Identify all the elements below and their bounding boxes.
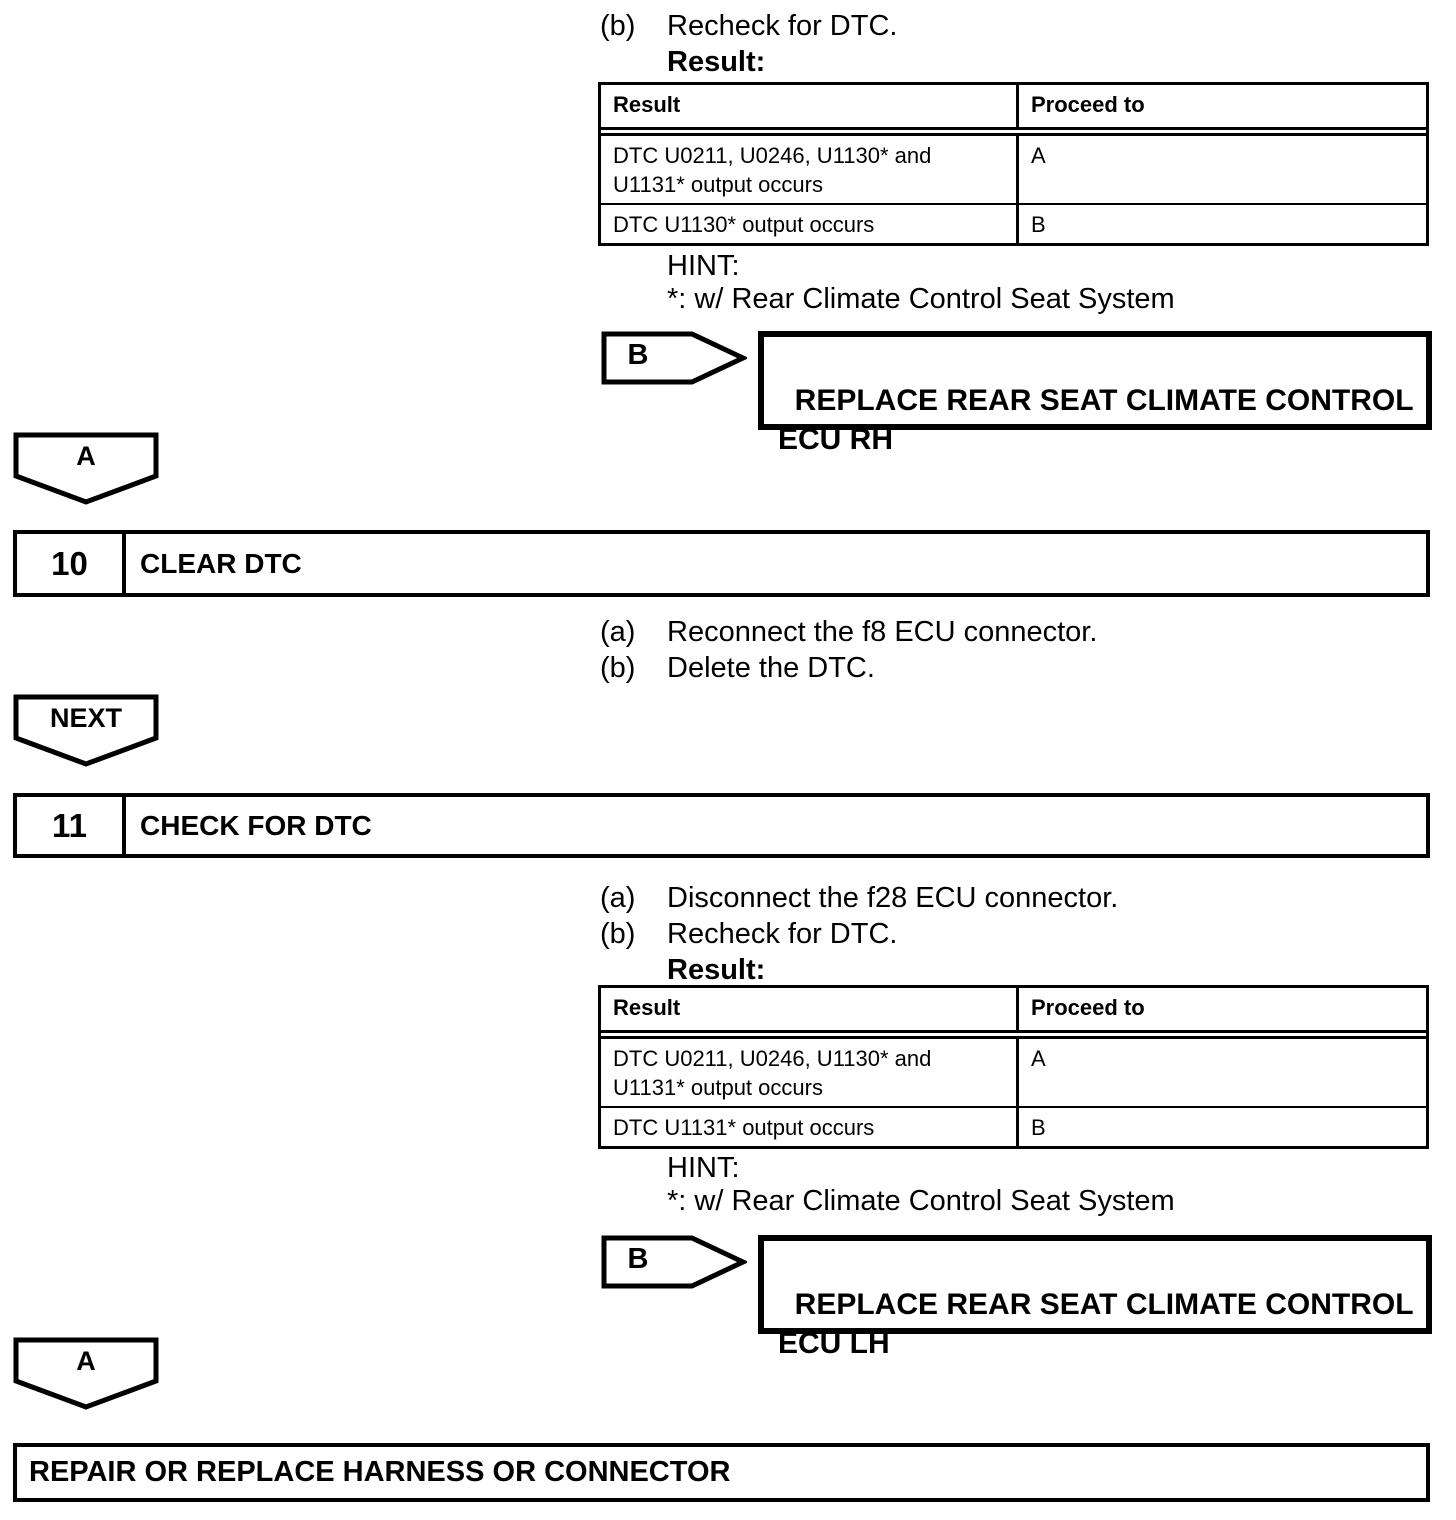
branch-a-banner-icon (13, 432, 159, 505)
instruction-item: (b) Recheck for DTC. (600, 916, 1118, 952)
step-number: 11 (17, 797, 126, 854)
instruction-block-step10: (a) Reconnect the f8 ECU connector. (b) … (600, 614, 1097, 686)
action-text: REPLACE REAR SEAT CLIMATE CONTROL ECU RH (778, 384, 1414, 456)
table-header-row: Result Proceed to (601, 988, 1426, 1039)
proceed-cell: B (1031, 212, 1046, 237)
branch-a-marker: A (13, 432, 159, 506)
hint-block: HINT: *: w/ Rear Climate Control Seat Sy… (667, 1152, 1175, 1218)
step-title: CLEAR DTC (140, 547, 302, 579)
indent-spacer (600, 952, 667, 988)
final-action-box: REPAIR OR REPLACE HARNESS OR CONNECTOR (13, 1443, 1430, 1502)
instruction-text: Delete the DTC. (667, 652, 875, 684)
result-cell: DTC U1130* output occurs (601, 205, 1019, 243)
step-number: 10 (17, 534, 126, 593)
instruction-text: Recheck for DTC. (667, 10, 898, 42)
final-action-text: REPAIR OR REPLACE HARNESS OR CONNECTOR (29, 1456, 731, 1488)
instruction-text: Recheck for DTC. (667, 918, 898, 950)
branch-a-label: A (76, 1346, 96, 1376)
branch-arrow-icon (601, 1235, 747, 1289)
branch-b-connector: B (601, 1235, 747, 1289)
next-label: NEXT (49, 703, 122, 733)
instruction-item: (b) Recheck for DTC. (600, 8, 897, 44)
branch-arrow-icon (601, 331, 747, 385)
table-header-proceed-to: Proceed to (1031, 92, 1145, 117)
instruction-text: Disconnect the f28 ECU connector. (667, 882, 1119, 914)
instruction-label: (b) (600, 918, 636, 950)
instruction-label: (a) (600, 616, 636, 648)
result-cell: DTC U0211, U0246, U1130* and U1131* outp… (601, 136, 1019, 203)
result-cell: DTC U0211, U0246, U1130* and U1131* outp… (601, 1039, 1019, 1106)
instruction-label: (b) (600, 10, 636, 42)
instruction-item: (a) Disconnect the f28 ECU connector. (600, 880, 1118, 916)
hint-note: *: w/ Rear Climate Control Seat System (667, 1185, 1175, 1217)
table-header-row: Result Proceed to (601, 85, 1426, 136)
table-header-result: Result (601, 988, 1019, 1030)
table-header-result: Result (601, 85, 1019, 127)
step-header-10: 10 CLEAR DTC (13, 530, 1430, 597)
proceed-cell: A (1031, 1046, 1046, 1071)
result-table-2: Result Proceed to DTC U0211, U0246, U113… (598, 985, 1429, 1149)
result-heading-row: Result: (600, 44, 897, 80)
step-title: CHECK FOR DTC (140, 809, 372, 841)
table-header-proceed-to: Proceed to (1031, 995, 1145, 1020)
result-heading-row: Result: (600, 952, 1118, 988)
result-heading: Result: (667, 954, 766, 986)
action-text: REPLACE REAR SEAT CLIMATE CONTROL ECU LH (778, 1288, 1414, 1360)
table-row: DTC U0211, U0246, U1130* and U1131* outp… (601, 136, 1426, 205)
hint-block: HINT: *: w/ Rear Climate Control Seat Sy… (667, 250, 1175, 316)
branch-b-connector: B (601, 331, 747, 385)
instruction-label: (a) (600, 882, 636, 914)
hint-label: HINT: (667, 1152, 740, 1184)
proceed-cell: A (1031, 143, 1046, 168)
branch-b-label: B (627, 339, 649, 371)
hint-label: HINT: (667, 250, 740, 282)
indent-spacer (600, 44, 667, 80)
next-banner-icon (13, 694, 159, 767)
instruction-text: Reconnect the f8 ECU connector. (667, 616, 1098, 648)
table-row: DTC U1130* output occurs B (601, 205, 1426, 243)
action-box-replace-ecu-rh: REPLACE REAR SEAT CLIMATE CONTROL ECU RH (758, 331, 1432, 456)
branch-a-label: A (76, 441, 96, 471)
instruction-label: (b) (600, 652, 636, 684)
instruction-block-top: (b) Recheck for DTC. Result: (600, 8, 897, 80)
branch-a-marker: A (13, 1337, 159, 1411)
next-marker: NEXT (13, 694, 159, 768)
hint-note: *: w/ Rear Climate Control Seat System (667, 283, 1175, 315)
table-row: DTC U1131* output occurs B (601, 1108, 1426, 1146)
proceed-cell: B (1031, 1115, 1046, 1140)
step-header-11: 11 CHECK FOR DTC (13, 793, 1430, 858)
result-heading: Result: (667, 46, 766, 78)
branch-a-banner-icon (13, 1337, 159, 1410)
table-row: DTC U0211, U0246, U1130* and U1131* outp… (601, 1039, 1426, 1108)
result-table-1: Result Proceed to DTC U0211, U0246, U113… (598, 82, 1429, 246)
instruction-item: (a) Reconnect the f8 ECU connector. (600, 614, 1097, 650)
branch-b-label: B (627, 1243, 649, 1275)
instruction-block-step11: (a) Disconnect the f28 ECU connector. (b… (600, 880, 1118, 988)
instruction-item: (b) Delete the DTC. (600, 650, 1097, 686)
action-box-replace-ecu-lh: REPLACE REAR SEAT CLIMATE CONTROL ECU LH (758, 1235, 1432, 1360)
result-cell: DTC U1131* output occurs (601, 1108, 1019, 1146)
